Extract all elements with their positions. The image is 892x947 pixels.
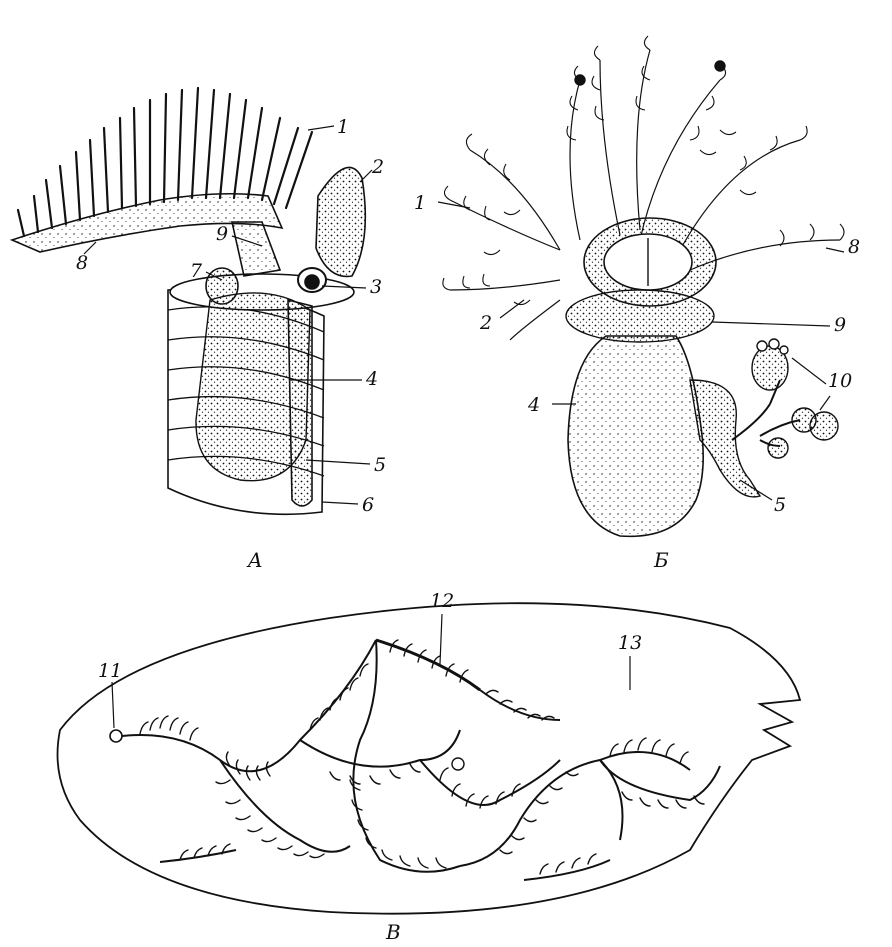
label-c-11: 11 xyxy=(98,662,122,681)
label-b-9: 9 xyxy=(834,316,846,335)
label-b-4: 4 xyxy=(528,396,540,415)
label-a-6: 6 xyxy=(362,496,374,515)
label-a-1: 1 xyxy=(337,118,349,137)
label-b-8: 8 xyxy=(848,238,860,257)
label-a-3: 3 xyxy=(370,278,382,297)
label-b-5: 5 xyxy=(774,496,786,515)
caption-a: A xyxy=(248,550,262,570)
label-a-4: 4 xyxy=(366,370,378,389)
label-a-5: 5 xyxy=(374,456,386,475)
label-b-1: 1 xyxy=(414,194,426,213)
label-b-2: 2 xyxy=(480,314,492,333)
label-c-13: 13 xyxy=(618,634,642,653)
label-c-12: 12 xyxy=(430,592,454,611)
figure-b-drawing xyxy=(443,36,844,536)
caption-c: В xyxy=(386,922,401,942)
label-b-10: 10 xyxy=(828,372,852,391)
caption-b: Б xyxy=(654,550,669,570)
label-a-9: 9 xyxy=(216,225,228,244)
figure-a-drawing xyxy=(12,88,365,514)
label-a-7: 7 xyxy=(190,262,202,281)
label-a-2: 2 xyxy=(372,158,384,177)
figure-c-drawing xyxy=(58,603,801,913)
label-a-8: 8 xyxy=(76,254,88,273)
